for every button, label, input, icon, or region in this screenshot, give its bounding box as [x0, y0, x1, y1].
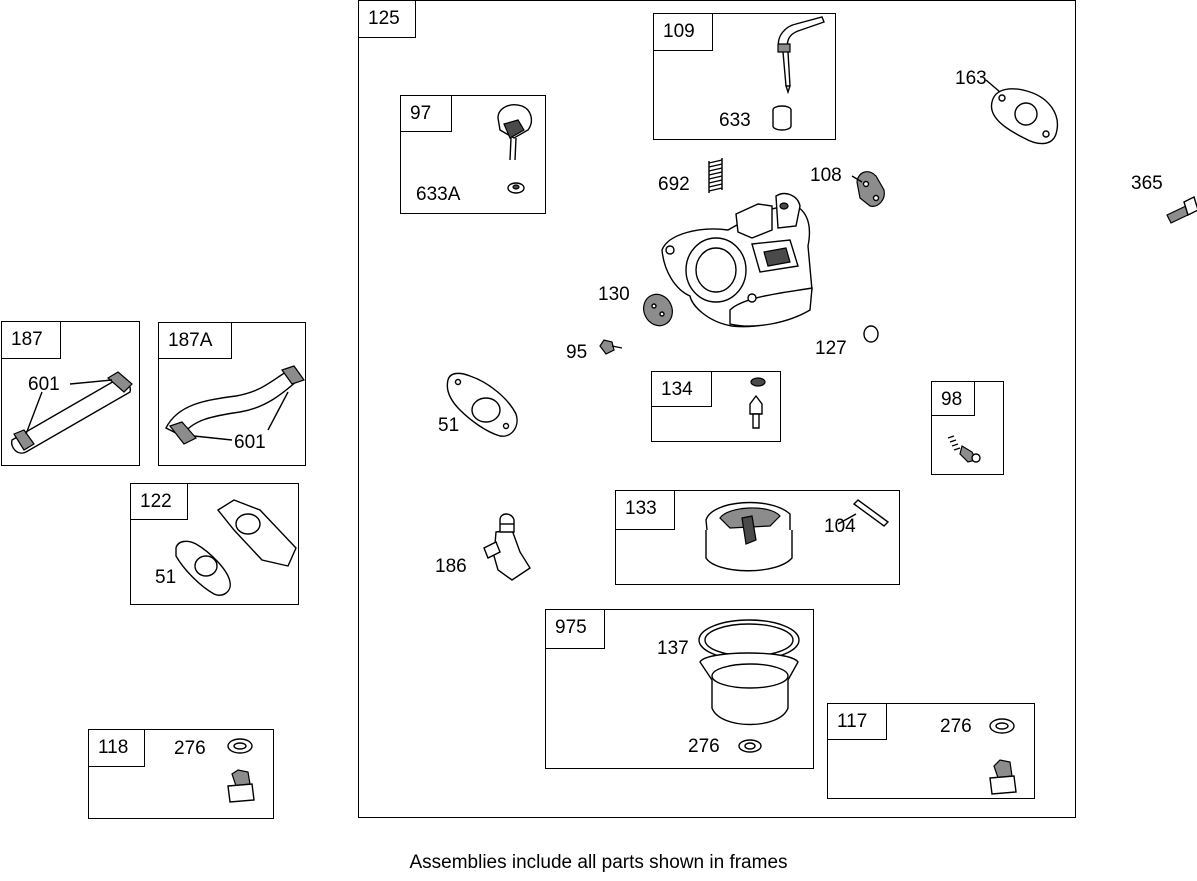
frame-label-125: 125 — [358, 0, 416, 38]
callout-51-frame-122: 51 — [155, 567, 177, 588]
callout-633-frame-109: 633 — [719, 110, 751, 131]
callout-163: 163 — [955, 68, 987, 89]
frame-117: 117 — [827, 703, 1035, 799]
frame-label-109: 109 — [653, 13, 713, 51]
throttle-shaft-part — [498, 105, 531, 193]
callout-104: 104 — [824, 516, 856, 537]
plate-108-part — [857, 172, 884, 207]
callout-365: 365 — [1131, 173, 1163, 194]
frame-label-187a: 187A — [158, 322, 232, 359]
frame-187a: 187A — [158, 322, 306, 466]
callout-127: 127 — [815, 338, 847, 359]
gasket-51-main-part — [447, 373, 517, 436]
throttle-plate-130-part — [639, 290, 678, 331]
frame-label-133: 133 — [615, 490, 675, 530]
frame-187: 187 — [1, 321, 140, 466]
diagram-caption: Assemblies include all parts shown in fr… — [409, 852, 788, 873]
float-133-part — [706, 503, 792, 571]
callout-108: 108 — [810, 165, 842, 186]
plug-118-part — [228, 739, 254, 802]
frame-134: 134 — [651, 371, 781, 442]
callout-186: 186 — [435, 556, 467, 577]
callout-130: 130 — [598, 284, 630, 305]
frame-975: 975 — [545, 609, 814, 769]
frame-label-97: 97 — [400, 95, 452, 132]
fuel-line-187-part — [12, 372, 132, 453]
frame-97: 97 — [400, 95, 546, 214]
fuel-line-187a-part — [166, 366, 304, 444]
needle-134-part — [750, 378, 765, 428]
callout-276-frame-118: 276 — [174, 738, 206, 759]
frame-98: 98 — [931, 381, 1004, 475]
frame-118: 118 — [88, 729, 274, 819]
frame-label-187: 187 — [1, 321, 61, 359]
frame-label-117: 117 — [827, 703, 887, 740]
callout-51-main: 51 — [438, 415, 460, 436]
ring-127-part — [864, 326, 878, 342]
elbow-fitting-186-part — [484, 514, 530, 580]
callout-137: 137 — [657, 638, 689, 659]
frame-109: 109 — [653, 13, 836, 140]
callout-95: 95 — [566, 342, 588, 363]
screw-95-part — [600, 340, 622, 354]
screw-spring-98-part — [948, 436, 980, 462]
callout-276-frame-975: 276 — [688, 736, 720, 757]
callout-601-frame-187: 601 — [28, 374, 60, 395]
float-bowl-137-part — [699, 620, 799, 752]
callout-601-frame-187a: 601 — [234, 432, 266, 453]
leader-lines — [838, 80, 1000, 524]
bolt-365-part — [1167, 197, 1197, 223]
frame-label-122: 122 — [130, 483, 188, 520]
choke-lever-part — [778, 17, 824, 92]
frame-label-134: 134 — [651, 371, 712, 407]
carburetor-body-part — [662, 194, 812, 327]
insulator-122-part — [176, 500, 296, 595]
frame-125: 125 — [358, 0, 1076, 818]
frame-label-118: 118 — [88, 729, 145, 767]
frame-label-975: 975 — [545, 609, 605, 649]
frame-label-98: 98 — [931, 381, 975, 416]
callout-692: 692 — [658, 174, 690, 195]
spring-692-part — [709, 158, 722, 193]
gasket-163-part — [991, 89, 1057, 144]
callout-633a: 633A — [416, 184, 461, 205]
seal-633-part — [773, 106, 791, 130]
plug-117-part — [990, 719, 1016, 794]
frame-122: 122 — [130, 483, 299, 605]
frame-133: 133 — [615, 490, 900, 585]
callout-276-frame-117: 276 — [940, 716, 972, 737]
pin-104-part — [854, 500, 888, 526]
